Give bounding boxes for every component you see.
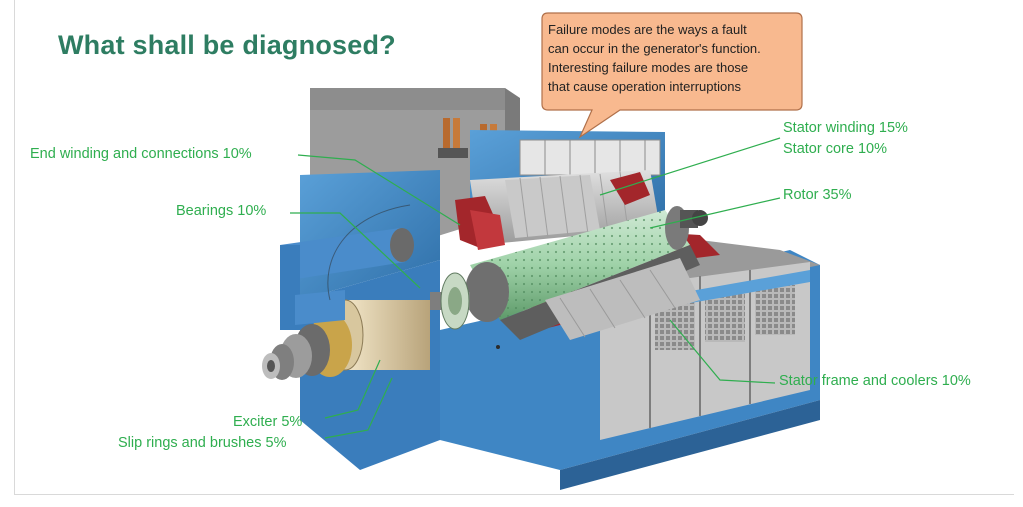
callout-bubble — [541, 12, 803, 139]
leader-lines — [290, 137, 781, 439]
label-slip-rings: Slip rings and brushes 5% — [118, 435, 287, 451]
slide-border-left — [14, 0, 15, 495]
label-rotor: Rotor 35% — [783, 187, 852, 203]
callout-text: Failure modes are the ways a fault can o… — [548, 20, 798, 96]
label-exciter: Exciter 5% — [233, 414, 303, 430]
callout-line: that cause operation interruptions — [548, 79, 741, 94]
slide-border-bottom — [14, 494, 1014, 495]
label-stator-core: Stator core 10% — [783, 141, 887, 157]
label-stator-frame: Stator frame and coolers 10% — [779, 373, 971, 389]
callout-line: Interesting failure modes are those — [548, 60, 749, 75]
label-bearings: Bearings 10% — [176, 203, 267, 219]
label-stator-winding: Stator winding 15% — [783, 120, 908, 136]
label-end-winding: End winding and connections 10% — [30, 146, 252, 162]
callout-line: can occur in the generator's function. — [548, 41, 761, 56]
slide-title: What shall be diagnosed? — [58, 30, 396, 60]
callout-line: Failure modes are the ways a fault — [548, 22, 747, 37]
